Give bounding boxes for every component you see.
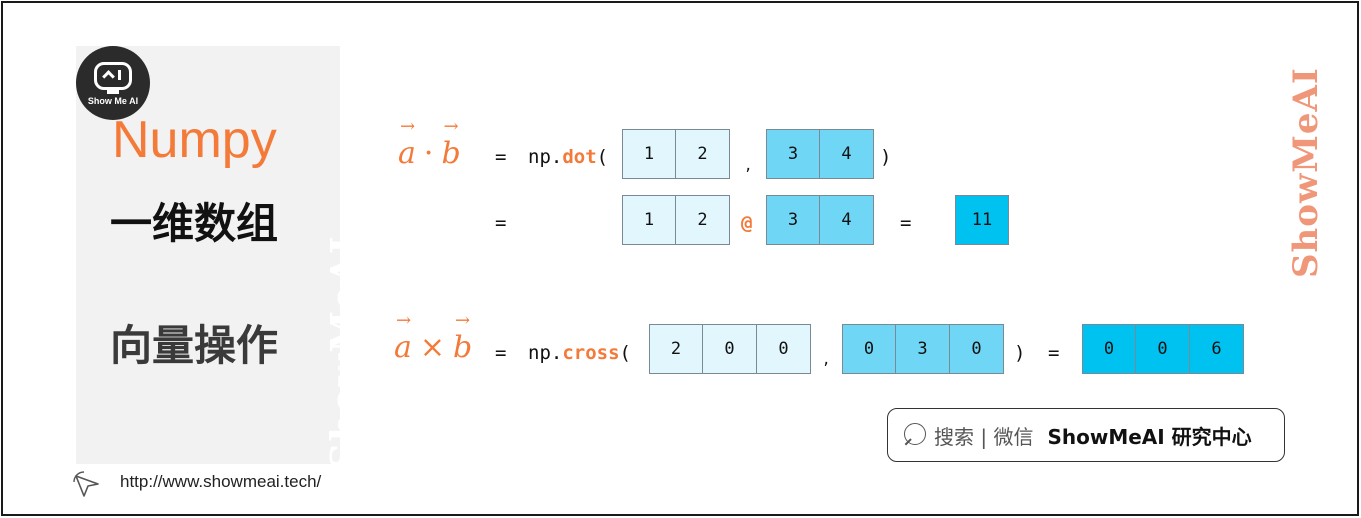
array-cell: 0 <box>950 324 1004 374</box>
showmeai-logo: Show Me AI <box>76 46 150 120</box>
search-icon <box>902 421 930 449</box>
array-cell: 0 <box>757 324 811 374</box>
side-watermark: ShowMeAI <box>322 235 367 470</box>
robot-face-icon <box>94 62 132 90</box>
dot-operator: · <box>423 136 434 171</box>
vector-a: a <box>394 310 412 365</box>
vector-a: a <box>398 116 416 171</box>
array-cell: 4 <box>820 195 874 245</box>
array-cell: 0 <box>1082 324 1136 374</box>
title-numpy: Numpy <box>112 111 277 169</box>
array-cell: 3 <box>896 324 950 374</box>
array-cell: 1 <box>622 129 676 179</box>
right-watermark: ShowMeAI <box>1286 67 1326 278</box>
dot-equals: = <box>495 146 507 168</box>
array-cell: 0 <box>842 324 896 374</box>
cross-call: np.cross( <box>528 342 631 364</box>
array-cell: 0 <box>1136 324 1190 374</box>
dot-result: 11 <box>955 195 1009 245</box>
cross-operator: × <box>419 330 446 365</box>
array-cell: 11 <box>955 195 1009 245</box>
cursor-icon <box>73 471 99 497</box>
dot-equals-3: = <box>900 212 912 234</box>
vector-b: b <box>441 116 460 171</box>
cross-close-paren: ) <box>1014 342 1026 364</box>
title-vector-ops: 向量操作 <box>110 321 279 370</box>
array-cell: 3 <box>766 195 820 245</box>
array-cell: 2 <box>676 129 730 179</box>
array-cell: 6 <box>1190 324 1244 374</box>
search-brand: ShowMeAI 研究中心 <box>1047 424 1252 449</box>
cross-equals-2: = <box>1048 342 1060 364</box>
array-cell: 4 <box>820 129 874 179</box>
array-cell: 0 <box>703 324 757 374</box>
search-label: 搜索 | 微信 <box>934 424 1034 449</box>
array-cell: 2 <box>676 195 730 245</box>
vector-b: b <box>453 310 472 365</box>
dot-formula: a·b <box>398 116 461 171</box>
array-cell: 1 <box>622 195 676 245</box>
logo-text: Show Me AI <box>87 96 139 106</box>
wechat-search-box: 搜索 | 微信 ShowMeAI 研究中心 <box>887 408 1285 462</box>
footer-url[interactable]: http://www.showmeai.tech/ <box>120 472 322 491</box>
cross-comma: , <box>822 352 831 368</box>
array-cell: 2 <box>649 324 703 374</box>
dot-comma: , <box>744 158 753 174</box>
matmul-operator: @ <box>741 212 753 234</box>
dot-call: np.dot( <box>528 146 609 168</box>
title-one-dim-array: 一维数组 <box>110 199 279 248</box>
array-cell: 3 <box>766 129 820 179</box>
dot-close-paren: ) <box>880 146 892 168</box>
cross-formula: a×b <box>394 310 472 365</box>
dot-equals-2: = <box>495 212 507 234</box>
cross-equals: = <box>495 342 507 364</box>
